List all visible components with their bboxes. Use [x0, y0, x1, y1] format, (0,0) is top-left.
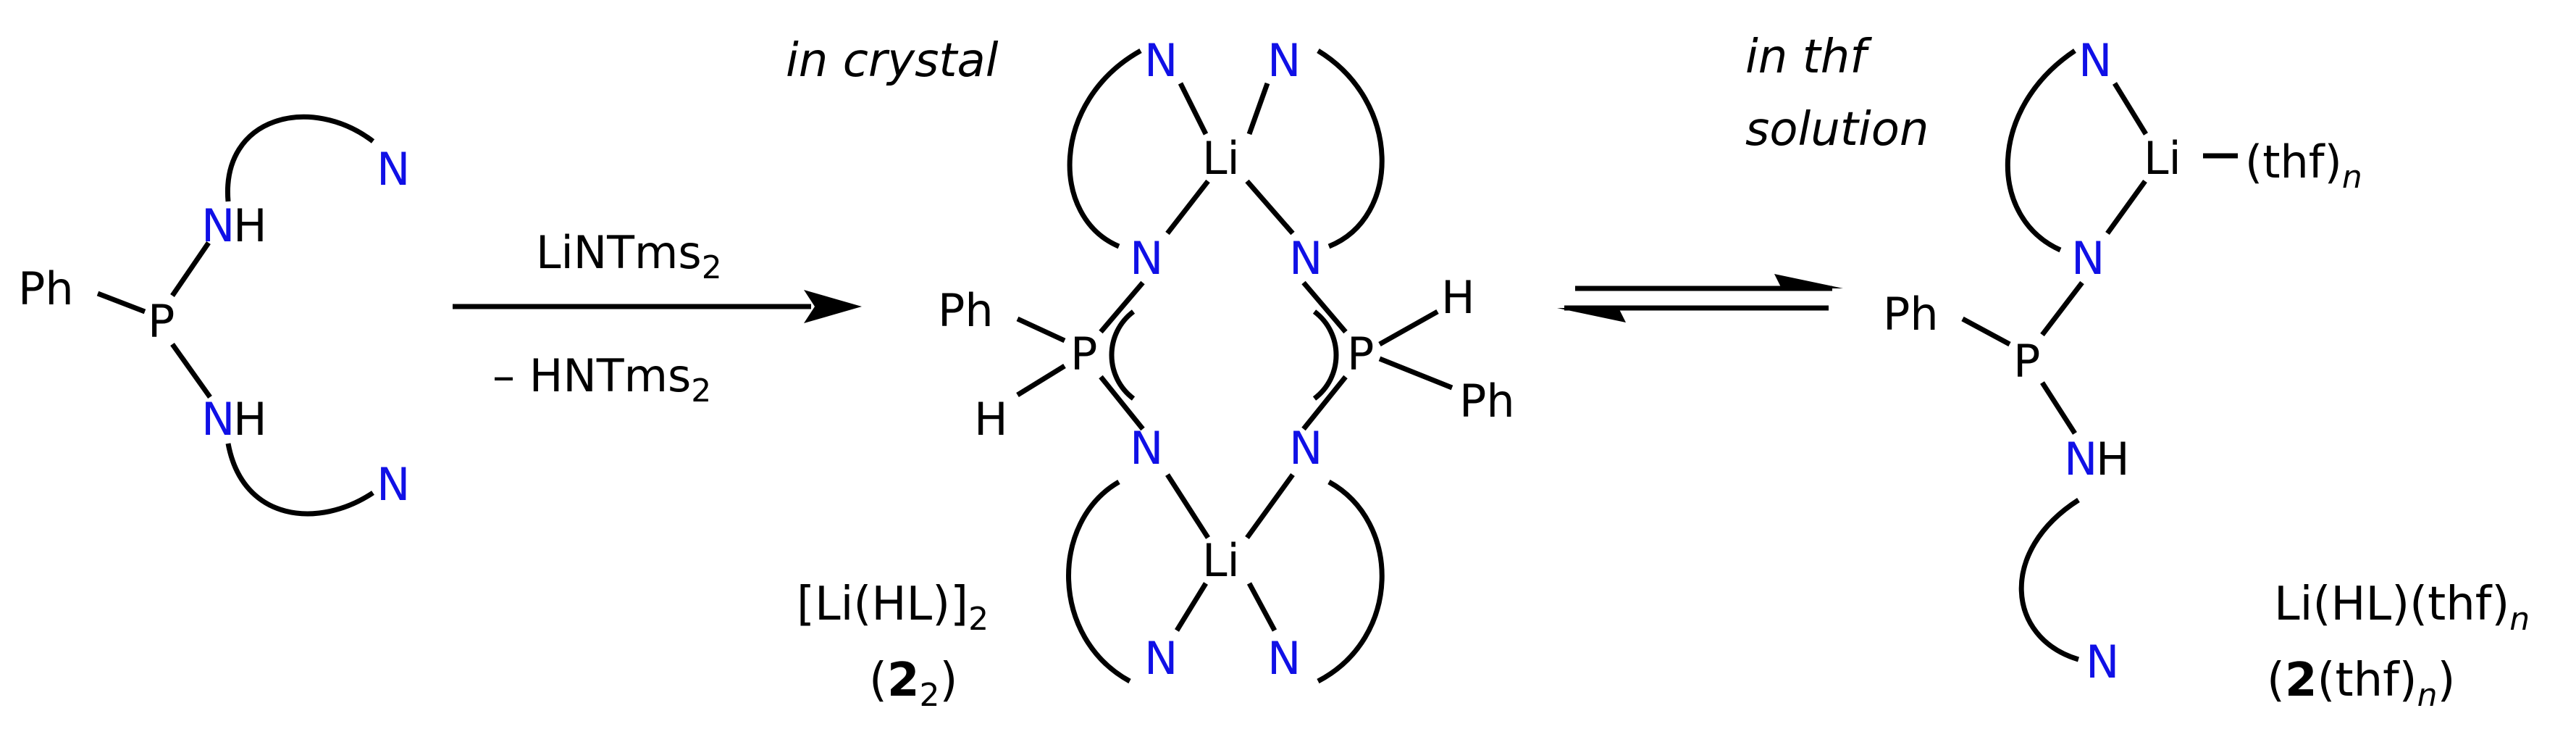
dimer-n-top-right: N [1267, 34, 1301, 87]
bond-h-p-left [1016, 364, 1066, 397]
dimer-arc-bottom-left [1066, 479, 1131, 684]
bond-p-n-left-lower [1099, 375, 1145, 431]
dimer-p-left: P [1070, 328, 1097, 380]
bond-li-n3 [1165, 179, 1210, 236]
hydrogen-label-upper: H [233, 199, 267, 252]
bond-mono-li-n-top [2113, 82, 2148, 136]
monomer-structure: N Li (thf)n N Ph P N H N Li(HL)(thf)n (2… [1883, 34, 2530, 714]
reaction-arrow-group: LiNTms2 – HNTms2 [453, 226, 862, 409]
bond-mono-li-n-chelate [2105, 179, 2147, 236]
dimer-n-right-upper: N [1289, 232, 1322, 285]
bond-li-n4 [1245, 179, 1295, 236]
nitrogen-label-lower: N [201, 393, 235, 446]
delocalized-arc-right [1312, 309, 1339, 401]
dimer-arc-top-right [1317, 49, 1385, 249]
bond-li-n6 [1245, 472, 1295, 540]
mono-arc-pendant [2018, 498, 2080, 662]
bond-ph-p [96, 291, 146, 315]
dimer-li-bottom: Li [1202, 534, 1240, 587]
mono-n-pendant: N [2086, 636, 2119, 688]
chelate-arc-upper [225, 114, 375, 202]
bond-ph-p-left [1016, 316, 1066, 343]
mono-n-top: N [2078, 34, 2112, 87]
delocalized-arc-left [1109, 309, 1136, 401]
equilibrium-arrows: in thf solution [1557, 30, 1929, 322]
mono-n-amine: N [2064, 433, 2097, 486]
pyridyl-nitrogen-upper: N [377, 143, 410, 196]
bond-p-n-upper [170, 241, 211, 297]
dimer-li-top: Li [1202, 132, 1240, 185]
mono-p: P [2013, 335, 2040, 388]
phenyl-label: Ph [18, 262, 74, 315]
starting-material: Ph P N H N H N N [18, 114, 410, 517]
pyridyl-nitrogen-lower: N [377, 458, 410, 511]
mono-arc-top [2005, 49, 2076, 253]
bond-li-n1 [1178, 82, 1209, 136]
mono-thf: (thf)n [2245, 136, 2362, 196]
dimer-arc-bottom-right [1317, 479, 1385, 684]
dimer-arc-top-left [1067, 48, 1142, 249]
dimer-n-left-lower: N [1130, 422, 1163, 475]
bond-li-n5 [1165, 473, 1210, 539]
bond-ph-p-right [1378, 356, 1453, 391]
condition-crystal: in crystal [786, 34, 999, 88]
mono-h-amine: H [2096, 433, 2130, 486]
dimer-compound-number: (22) [869, 654, 957, 714]
mono-compound-number: (2(thf)n) [2267, 654, 2455, 714]
forward-arrowhead [1774, 274, 1843, 288]
bond-mono-p-nh [2040, 381, 2077, 435]
bond-mono-p-n-chelate [2040, 280, 2084, 337]
bond-li-n2 [1246, 82, 1270, 136]
dimer-h-right: H [1441, 271, 1475, 324]
reagent-bottom: – HNTms2 [492, 349, 711, 409]
phosphorus-label: P [148, 295, 175, 348]
bond-li-n7 [1175, 582, 1208, 632]
bond-li-n8 [1246, 582, 1277, 632]
bond-p-n-right-lower [1301, 375, 1348, 431]
dimer-n-top-left: N [1144, 34, 1178, 87]
dimer-formula: [Li(HL)]2 [797, 578, 989, 638]
bond-mono-ph-p [1961, 316, 2011, 347]
dimer-n-bottom-right: N [1267, 632, 1301, 685]
dimer-n-right-lower: N [1289, 422, 1322, 475]
dimer-h-left: H [974, 393, 1008, 446]
dimer-ph-left: Ph [938, 284, 994, 337]
bond-p-n-right-upper [1301, 280, 1348, 334]
dimer-p-right: P [1347, 328, 1374, 380]
mono-li: Li [2144, 132, 2181, 185]
bond-p-n-lower [170, 342, 212, 399]
reagent-top: LiNTms2 [536, 226, 722, 286]
bond-p-n-left-upper [1099, 280, 1145, 334]
dimer-n-left-upper: N [1130, 232, 1163, 285]
mono-formula: Li(HL)(thf)n [2274, 578, 2530, 638]
mono-n-chelate: N [2071, 232, 2105, 285]
chelate-arc-lower [225, 443, 374, 517]
reverse-arrowhead [1557, 308, 1626, 322]
dimer-ph-right: Ph [1459, 375, 1515, 428]
reaction-arrowhead [804, 290, 862, 323]
bond-h-p-right [1378, 309, 1439, 347]
condition-thf-line2: solution [1745, 103, 1929, 157]
hydrogen-label-lower: H [233, 393, 267, 446]
dimer-n-bottom-left: N [1144, 632, 1178, 685]
dimer-structure: in crystal N N Li N N Ph P H P H Ph N N … [786, 34, 1515, 714]
mono-ph: Ph [1883, 288, 1939, 341]
condition-thf-line1: in thf [1745, 30, 1872, 84]
